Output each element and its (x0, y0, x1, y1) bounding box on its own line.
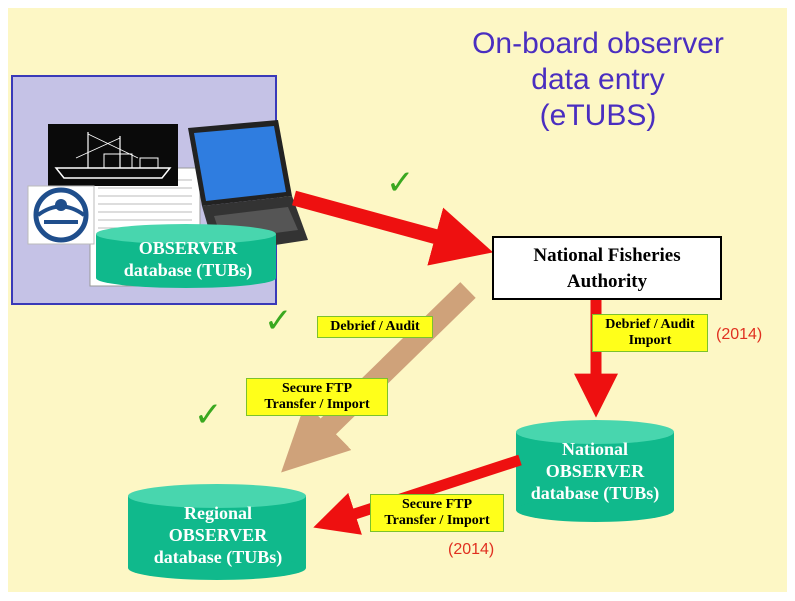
national-db-label: National OBSERVER database (TUBs) (516, 438, 674, 504)
year-label: (2014) (448, 541, 495, 558)
observer-db-label-line-1: OBSERVER (138, 238, 238, 258)
regional-db-label-line-1: Regional (183, 503, 252, 523)
debrief-audit-import-line-1: Debrief / Audit (605, 317, 695, 332)
observer-db-label-line-2: database (TUBs) (123, 260, 253, 280)
regional-db-cylinder (128, 484, 306, 580)
check-icon: ✓ (264, 301, 293, 341)
slide-title: On-board observer data entry (eTUBS) (448, 26, 748, 134)
nfa-line-1: National Fisheries (533, 245, 681, 266)
regional-db-label: Regional OBSERVER database (TUBs) (130, 502, 306, 568)
debrief-audit-import-label: Debrief / Audit Import (592, 314, 708, 352)
national-db-label-line-3: database (TUBs) (530, 483, 660, 503)
nfa-line-2: Authority (566, 271, 648, 292)
slide: On-board observer data entry (eTUBS) ✓ ✓… (8, 8, 787, 592)
national-db-label-line-1: National (561, 439, 628, 459)
observer-program-logo (27, 185, 95, 245)
national-fisheries-authority-box: National Fisheries Authority (492, 236, 722, 300)
regional-db-label-line-3: database (TUBs) (153, 547, 283, 567)
laptop-image (188, 120, 308, 254)
secure-ftp-line-1: Secure FTP (281, 381, 353, 396)
arrow-observer-to-nfa (292, 190, 494, 266)
secure-ftp-lower-line-1: Secure FTP (401, 497, 473, 512)
observer-db-cylinder (96, 224, 276, 288)
arrow-national-to-regional (313, 454, 522, 535)
secure-ftp-lower-label: Secure FTP Transfer / Import (370, 494, 504, 532)
observer-db-label: OBSERVER database (TUBs) (100, 237, 276, 281)
secure-ftp-line-2: Transfer / Import (264, 397, 370, 412)
fishing-vessel-image (48, 124, 178, 186)
title-line-2: data entry (531, 63, 665, 96)
secure-ftp-lower-line-2: Transfer / Import (384, 513, 490, 528)
debrief-audit-label: Debrief / Audit (317, 316, 433, 338)
secure-ftp-label: Secure FTP Transfer / Import (246, 378, 388, 416)
debrief-audit-import-line-2: Import (628, 333, 672, 348)
year-label: (2014) (716, 326, 763, 343)
check-icon: ✓ (386, 163, 415, 203)
regional-db-label-line-2: OBSERVER (168, 525, 268, 545)
check-icon: ✓ (194, 395, 223, 435)
title-line-3: (eTUBS) (539, 99, 657, 132)
diagram-graphics (11, 75, 674, 580)
national-db-label-line-2: OBSERVER (545, 461, 645, 481)
national-db-cylinder (516, 420, 674, 522)
title-line-1: On-board observer (472, 27, 724, 60)
arrow-nfa-to-regional (281, 282, 476, 473)
